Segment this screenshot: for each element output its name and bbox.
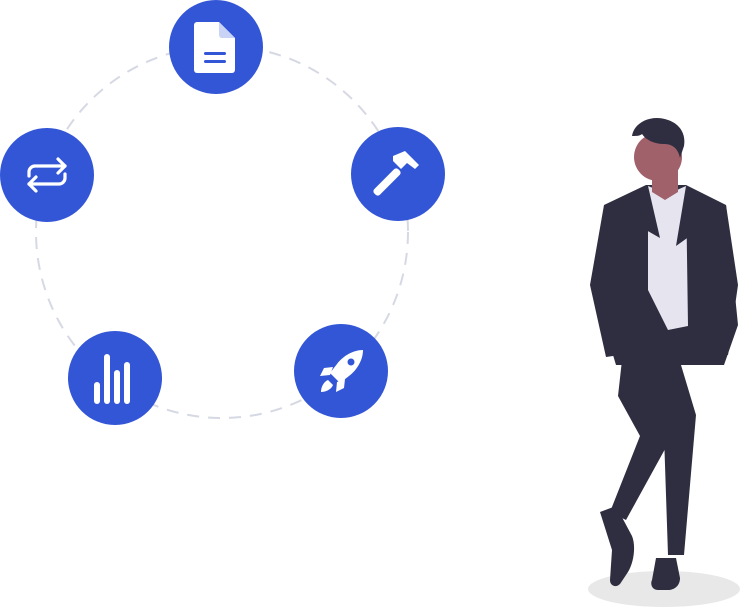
person-figure xyxy=(588,117,740,607)
document-node[interactable] xyxy=(169,0,263,94)
hair xyxy=(632,117,685,158)
rocket-icon xyxy=(320,350,363,392)
bar-chart-icon xyxy=(94,354,130,404)
head xyxy=(632,117,685,200)
cycle-ring xyxy=(35,45,409,419)
legs xyxy=(600,355,696,590)
document-icon xyxy=(194,22,235,73)
repeat-icon xyxy=(27,157,67,193)
build-node[interactable] xyxy=(351,127,445,221)
hammer-icon xyxy=(373,151,419,196)
launch-node[interactable] xyxy=(294,324,388,418)
shirt xyxy=(648,186,688,330)
repeat-node[interactable] xyxy=(0,128,94,222)
analytics-node[interactable] xyxy=(68,331,162,425)
torso xyxy=(590,185,738,365)
